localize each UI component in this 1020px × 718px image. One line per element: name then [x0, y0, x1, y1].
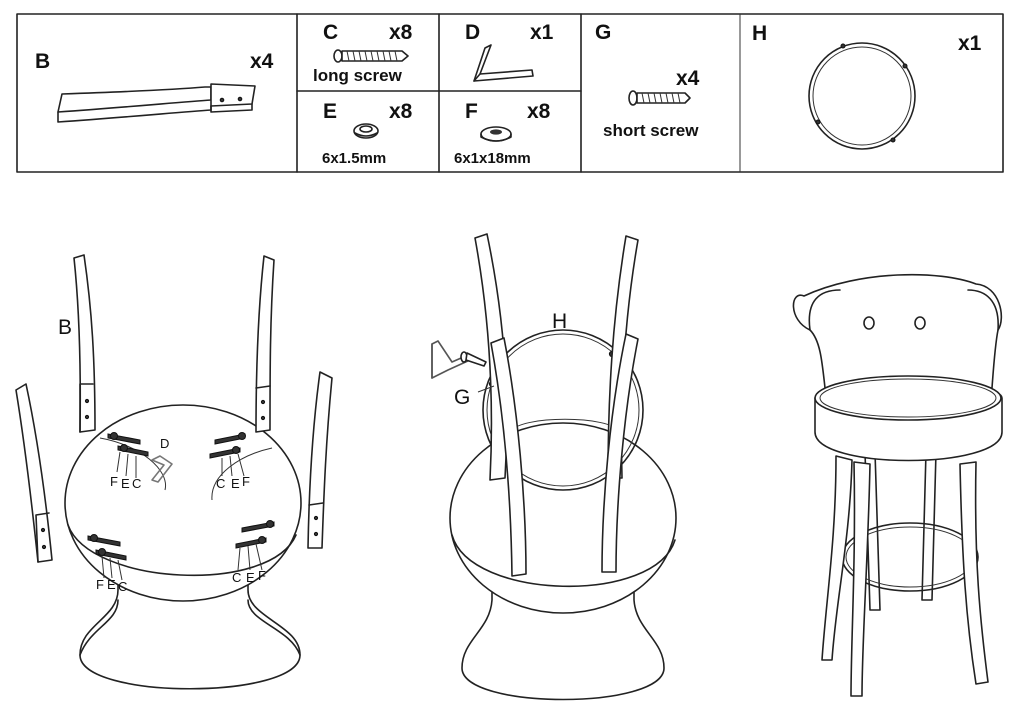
- leg-right-bottom: [307, 371, 333, 549]
- part-h-qty: x1: [958, 32, 982, 55]
- leg-front-left: [490, 337, 527, 577]
- parts-table: B x4 C x8 long screw D x1 E x8: [16, 13, 1004, 173]
- hw-label: E: [246, 570, 255, 585]
- leader-line: [477, 385, 495, 393]
- leg-back-right: [921, 451, 937, 601]
- part-g-qty: x4: [676, 67, 700, 90]
- part-b-cell: B x4: [35, 50, 274, 123]
- button-tuft: [863, 316, 875, 330]
- hw-label: E: [231, 476, 240, 491]
- seat-underside: [449, 422, 677, 614]
- hw-label: E: [121, 476, 130, 491]
- hw-label: C: [132, 476, 141, 491]
- bolt-cluster-bottom-left: F E C: [87, 534, 127, 594]
- parts-table-border: [16, 13, 1004, 173]
- part-e-qty: x8: [389, 100, 413, 123]
- part-g-letter: G: [595, 21, 611, 44]
- seat-cushion: [814, 375, 1003, 462]
- hw-label: C: [216, 476, 225, 491]
- part-c-desc: long screw: [313, 66, 403, 85]
- part-g-cell: G x4 short screw: [595, 21, 700, 140]
- button-tuft: [914, 316, 926, 330]
- part-f-desc: 6x1x18mm: [454, 150, 531, 167]
- part-c-cell: C x8 long screw: [313, 21, 413, 85]
- part-d-letter: D: [465, 21, 480, 44]
- bolt-cluster-top-right: C E F: [209, 432, 250, 491]
- leg-front-left-2: [850, 461, 871, 697]
- upside-down-seat: [64, 404, 302, 690]
- spring-washer-icon: [353, 123, 379, 139]
- hw-label: E: [107, 577, 116, 592]
- screw-label-g: G: [454, 386, 470, 409]
- part-e-cell: E x8 6x1.5mm: [322, 100, 413, 167]
- part-g-desc: short screw: [603, 121, 699, 140]
- leg-front-right: [959, 461, 989, 685]
- ring-label-h: H: [552, 310, 567, 333]
- bolt-cluster-bottom-right: C E F: [232, 520, 275, 585]
- part-f-letter: F: [465, 100, 478, 123]
- leg-left-top: [73, 254, 96, 433]
- part-b-qty: x4: [250, 50, 274, 73]
- step-1-attach-legs: B F E C D C E F: [15, 254, 333, 690]
- hw-label: F: [96, 577, 104, 592]
- tool-label-d: D: [160, 436, 169, 451]
- leg-front-left: [821, 455, 853, 661]
- part-d-qty: x1: [530, 21, 554, 44]
- hw-label: C: [232, 570, 241, 585]
- allen-key-icon: [473, 44, 534, 82]
- footrest-ring-icon: [808, 42, 916, 150]
- part-h-letter: H: [752, 22, 767, 45]
- part-d-cell: D x1: [465, 21, 554, 82]
- part-h-cell: H x1: [752, 22, 982, 150]
- leg-right-top: [255, 255, 275, 433]
- hw-label: C: [118, 579, 127, 594]
- leg-back-left: [474, 233, 508, 481]
- hw-label: F: [242, 474, 250, 489]
- step-3-finished-stool: [792, 273, 1003, 697]
- hw-label: F: [110, 474, 118, 489]
- backrest: [792, 273, 1003, 389]
- bolt-cluster-top-left: F E C: [107, 432, 149, 491]
- part-e-letter: E: [323, 100, 337, 123]
- hw-label: F: [258, 568, 266, 583]
- leg-piece-icon: [57, 83, 256, 123]
- leg-front-right: [601, 333, 639, 573]
- assembly-steps: B F E C D C E F: [15, 233, 1003, 701]
- short-screw-icon: [628, 90, 691, 106]
- allen-key-small-icon: D: [151, 436, 173, 483]
- part-c-letter: C: [323, 21, 338, 44]
- part-f-qty: x8: [527, 100, 551, 123]
- short-screw-icon: [460, 351, 487, 367]
- upside-down-seat: [449, 418, 677, 701]
- part-e-desc: 6x1.5mm: [322, 150, 386, 167]
- flat-washer-icon: [480, 126, 512, 142]
- part-b-letter: B: [35, 50, 50, 73]
- leg-left-bottom: [15, 383, 53, 563]
- part-f-cell: F x8 6x1x18mm: [454, 100, 551, 167]
- long-screw-icon: [333, 49, 409, 63]
- seat-underside: [64, 404, 302, 602]
- leg-label-b: B: [58, 316, 72, 339]
- part-c-qty: x8: [389, 21, 413, 44]
- step-2-attach-ring: H G: [431, 233, 677, 701]
